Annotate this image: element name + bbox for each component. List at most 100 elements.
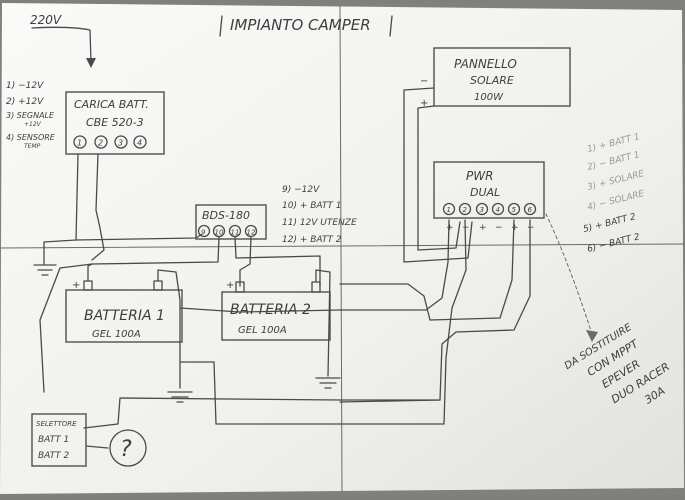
- selector-option-1: BATT 1: [38, 435, 69, 445]
- wire-solar-negative: [403, 87, 473, 263]
- svg-text:9) −12V: 9) −12V: [282, 185, 320, 195]
- pwr-dual-box: [433, 161, 545, 219]
- title: IMPIANTO CAMPER: [230, 16, 371, 34]
- wire-batt1-negative: [157, 269, 181, 389]
- svg-text:2: 2: [98, 139, 103, 148]
- unknown-part-circle: [109, 429, 147, 467]
- svg-text:9: 9: [201, 229, 206, 237]
- wire-batt1-loop: [39, 263, 93, 393]
- svg-text:+: +: [446, 223, 454, 233]
- bds-terminal-9: [197, 224, 211, 238]
- wire-charger-negative: [43, 153, 79, 265]
- solar-panel-name: PANNELLO: [454, 57, 517, 71]
- svg-text:4: 4: [137, 139, 142, 148]
- wire-pwr-batt1-positive-cont: [179, 307, 341, 313]
- battery1-name: BATTERIA 1: [84, 308, 165, 324]
- solar-panel-power: 100W: [474, 92, 504, 103]
- wire-charger-positive: [91, 153, 105, 261]
- wire-batt2-negative: [315, 269, 331, 377]
- svg-text:12: 12: [247, 229, 256, 237]
- svg-text:+: +: [511, 223, 519, 233]
- svg-text:6: 6: [528, 206, 533, 214]
- input-220v-label: 220V: [30, 13, 62, 27]
- charger-terminal-3: [114, 135, 128, 149]
- pwr-terminal-3: [475, 202, 489, 216]
- title-bracket-right: [389, 15, 393, 37]
- battery2-plus-mark: +: [226, 280, 234, 291]
- selector-option-2: BATT 2: [38, 451, 70, 461]
- battery2-spec: GEL 100A: [238, 325, 287, 336]
- input-220v-wire: [31, 26, 92, 63]
- replace-note-arrow: [545, 213, 593, 335]
- svg-text:+: +: [479, 223, 487, 233]
- svg-text:3: 3: [480, 206, 484, 214]
- battery1-plus-mark: +: [72, 280, 80, 291]
- bds-box: [195, 204, 267, 240]
- charger-legend: 1) −12V 2) +12V 3) SEGNALE +12V 4) SENSO…: [6, 81, 56, 150]
- svg-text:1: 1: [447, 206, 451, 214]
- ground-icon: [167, 391, 193, 403]
- svg-text:5: 5: [512, 206, 517, 214]
- charger-terminal-2: [94, 135, 108, 149]
- svg-text:10: 10: [215, 229, 224, 237]
- bds-name: BDS-180: [202, 209, 250, 222]
- svg-text:3) SEGNALE: 3) SEGNALE: [6, 111, 55, 120]
- svg-text:12) + BATT 2: 12) + BATT 2: [282, 235, 342, 245]
- solar-panel-box: [433, 47, 571, 107]
- svg-text:11) 12V UTENZE: 11) 12V UTENZE: [282, 218, 357, 228]
- svg-text:1: 1: [77, 139, 82, 148]
- charger-terminal-4: [133, 135, 147, 149]
- fold-crease-vertical: [339, 5, 343, 493]
- battery1-box: [65, 289, 183, 343]
- solar-negative-mark: −: [420, 76, 428, 87]
- solar-panel-type: SOLARE: [470, 74, 514, 87]
- arrow-down-icon: [86, 58, 96, 68]
- battery1-spec: GEL 100A: [92, 329, 141, 340]
- pwr-terminal-4: [491, 202, 505, 216]
- unknown-part-question: ?: [120, 437, 132, 462]
- svg-text:2: 2: [463, 206, 468, 214]
- selector-name: SELETTORE: [36, 420, 77, 428]
- wire-bds-batt2: [239, 236, 252, 287]
- pwr-terminal-2: [458, 202, 472, 216]
- ground-icon: [33, 264, 57, 276]
- fold-crease-horizontal: [0, 243, 685, 249]
- pwr-terminal-1: [442, 202, 456, 216]
- svg-text:−: −: [527, 223, 535, 233]
- svg-text:−: −: [495, 223, 503, 233]
- solar-positive-mark: +: [420, 98, 428, 109]
- ground-icon: [315, 377, 341, 389]
- wire-selector-feed: [83, 397, 441, 429]
- pwr-terminals: 1 2 3 4 5 6: [442, 202, 537, 216]
- svg-text:3: 3: [118, 139, 123, 148]
- arrow-down-icon: [586, 330, 598, 342]
- svg-text:1) −12V: 1) −12V: [6, 81, 44, 91]
- pwr-name: PWR: [466, 169, 493, 183]
- svg-text:10) + BATT 1: 10) + BATT 1: [282, 201, 341, 211]
- svg-text:4: 4: [496, 206, 500, 214]
- svg-text:2) +12V: 2) +12V: [6, 97, 44, 107]
- charger-terminals: 1 2 3 4: [73, 135, 147, 149]
- wire-selector-link: [85, 445, 109, 449]
- pwr-terminal-5: [507, 202, 521, 216]
- pwr-type: DUAL: [470, 186, 500, 199]
- charger-name: CARICA BATT.: [74, 98, 149, 111]
- pwr-terminal-6: [523, 202, 537, 216]
- svg-text:TEMP: TEMP: [24, 143, 41, 150]
- wire-solar-positive: [417, 105, 461, 251]
- charger-box: [65, 91, 165, 155]
- battery2-box: [221, 291, 331, 341]
- battery2-name: BATTERIA 2: [230, 302, 311, 318]
- wire-pwr-batt2-positive: [339, 219, 515, 321]
- bds-legend: 9) −12V 10) + BATT 1 11) 12V UTENZE 12) …: [282, 185, 357, 245]
- wire-bds-batt1: [91, 236, 220, 265]
- selector-box: [31, 413, 87, 467]
- svg-text:4) SENSORE: 4) SENSORE: [6, 133, 56, 142]
- wire-pwr-batt1-negative: [179, 219, 467, 425]
- wire-pwr-batt1-positive: [339, 219, 450, 311]
- battery2-pos-terminal: [235, 281, 245, 293]
- svg-text:11: 11: [231, 229, 240, 237]
- svg-text:+12V: +12V: [24, 121, 42, 128]
